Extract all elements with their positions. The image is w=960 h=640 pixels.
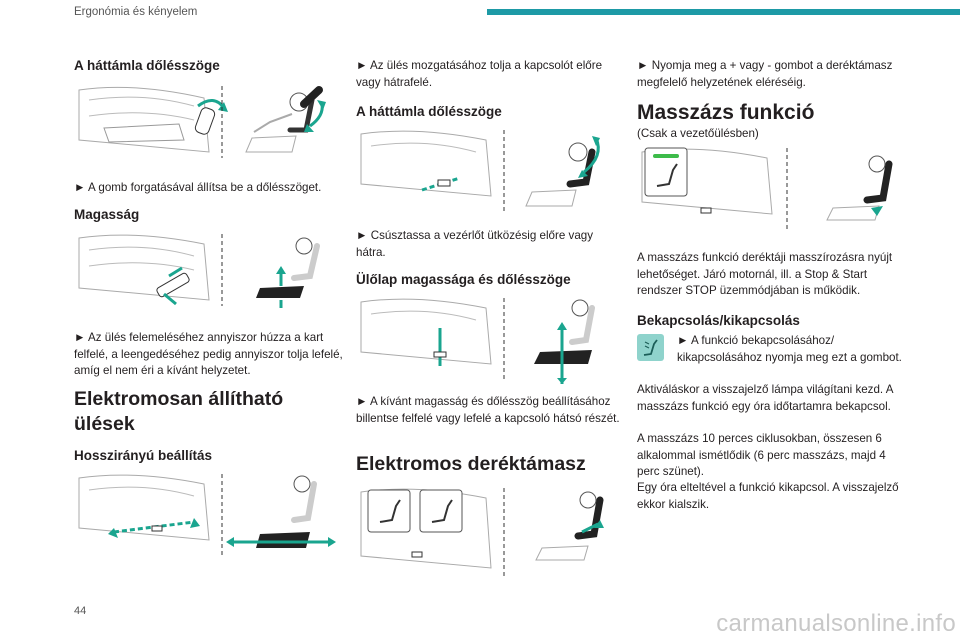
- heading-backrest-angle-electric: A háttámla dőlésszöge: [356, 104, 502, 119]
- heading-backrest-angle: A háttámla dőlésszöge: [74, 58, 220, 73]
- text-driver-only: (Csak a vezetőülésben): [637, 127, 759, 140]
- text-auto-off: Egy óra elteltével a funkció kikapcsol. …: [637, 481, 899, 511]
- text-press-button-part: ► A funkció bekapcsolásához/ kikapcsolás…: [677, 333, 907, 366]
- text-backrest-instruction: ► A gomb forgatásával állítsa be a dőlés…: [74, 181, 322, 194]
- watermark: carmanualsonline.info: [716, 610, 956, 637]
- text-slide-instruction: ► Csúsztassa a vezérlőt ütközésig előre …: [356, 229, 594, 259]
- figure-cushion: [360, 298, 595, 384]
- text-press-button: ► A funkció bekapcsolásához/ kikapcsolás…: [677, 334, 902, 364]
- text-indicator-light: Aktiváláskor a visszajelző lámpa világít…: [637, 383, 893, 413]
- figure-longitudinal: [78, 474, 336, 556]
- figure-backrest-knob: [78, 86, 326, 158]
- heading-lumbar: Elektromos deréktámasz: [356, 453, 586, 475]
- heading-cushion: Ülőlap magassága és dőlésszöge: [356, 272, 571, 287]
- figure-height-lever: [78, 234, 320, 308]
- section-header: Ergonómia és kényelem: [74, 6, 198, 18]
- lumbar-plus-icon: [419, 489, 463, 533]
- text-cushion-instruction: ► A kívánt magasság és dőlésszög beállít…: [356, 395, 620, 425]
- text-height-instruction: ► Az ülés felemeléséhez annyiszor húzza …: [74, 331, 343, 377]
- text-lumbar-instruction: ► Nyomja meg a + vagy - gombot a deréktá…: [637, 59, 893, 89]
- text-massage-description: A masszázs funkció deréktáji masszírozás…: [637, 251, 893, 297]
- header-accent-bar: [487, 9, 960, 15]
- heading-longitudinal: Hosszirányú beállítás: [74, 448, 213, 463]
- indicator-light: [653, 154, 679, 158]
- massage-icon: [637, 334, 664, 361]
- heading-height: Magasság: [74, 207, 140, 222]
- page-number: 44: [74, 605, 87, 617]
- massage-button-icon: [644, 147, 688, 197]
- figure-lumbar: [360, 488, 604, 576]
- heading-on-off: Bekapcsolás/kikapcsolás: [637, 313, 800, 328]
- lumbar-minus-icon: [367, 489, 411, 533]
- text-move-instruction: ► Az ülés mozgatásához tolja a kapcsolót…: [356, 59, 603, 89]
- heading-massage: Masszázs funkció: [637, 101, 815, 124]
- heading-electric-seats: Elektromosan állítható ülések: [74, 388, 284, 435]
- text-cycle: A masszázs 10 perces ciklusokban, összes…: [637, 432, 886, 478]
- figure-massage: [641, 147, 893, 230]
- figure-backrest-electric: [360, 130, 600, 214]
